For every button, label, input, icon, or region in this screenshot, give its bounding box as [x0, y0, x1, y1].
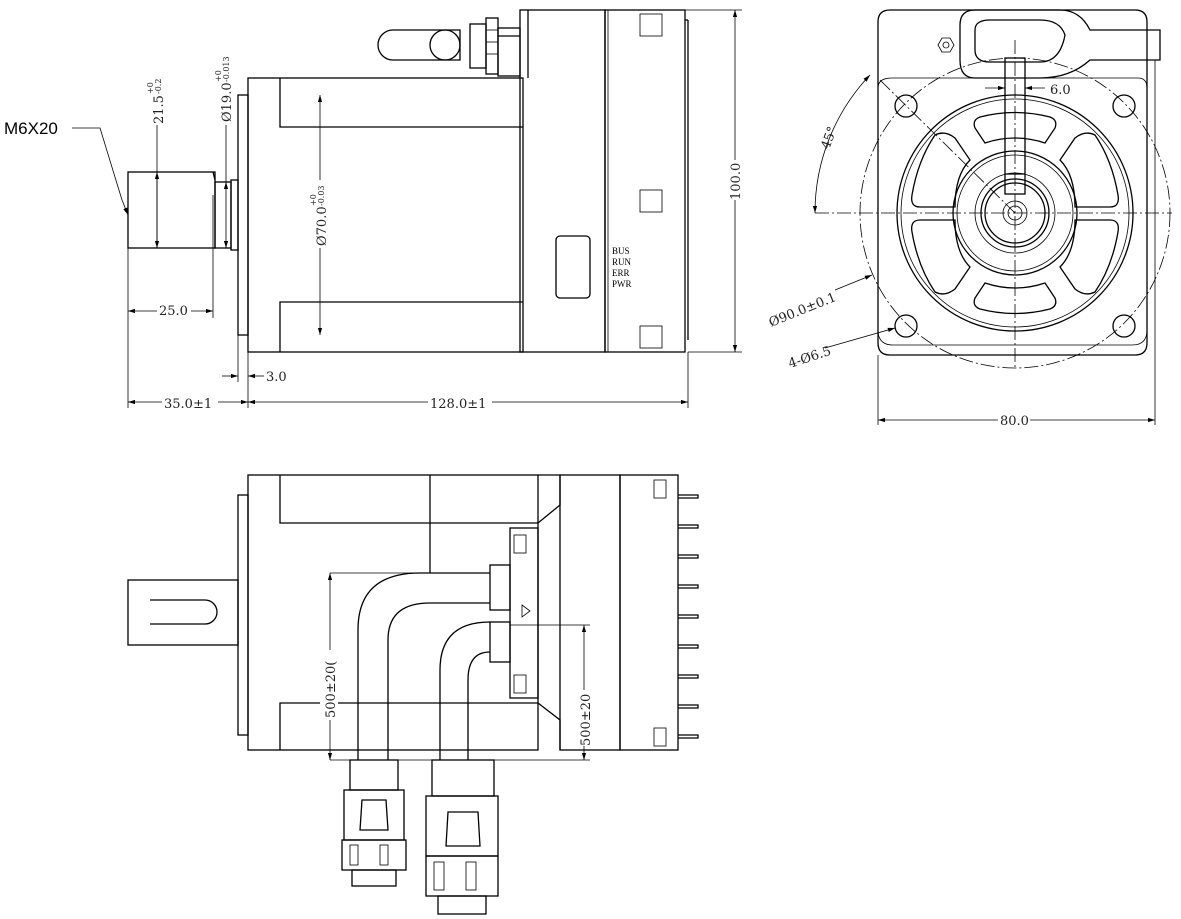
flange-thickness-dim: 3.0 — [266, 370, 287, 385]
svg-text:+0: +0 — [146, 82, 155, 94]
shaft — [127, 171, 216, 249]
cable-plug-1 — [341, 759, 407, 887]
key-length-dim: 25.0 — [159, 304, 188, 319]
mounting-hole — [1112, 94, 1136, 118]
cable-length-dim-1: 500±20( — [324, 661, 339, 718]
top-connectors — [377, 17, 521, 77]
key-height-dim: 21.5 — [152, 95, 167, 124]
side-view: BUS RUN ERR PWR M6X20 21.5 +0 -0.2 Ø19.0 — [4, 9, 744, 412]
key-width-dim: 6.0 — [1050, 83, 1071, 98]
mounting-hole — [1112, 314, 1136, 338]
hole-dim: 4-Ø6.5 — [787, 344, 833, 372]
bolt-circle-dim: Ø90.0±0.1 — [767, 290, 839, 331]
flange-width-dim: 80.0 — [1000, 414, 1029, 429]
body-length-dim: 128.0±1 — [430, 397, 486, 412]
svg-text:-0.03: -0.03 — [317, 185, 326, 206]
spoke-windows — [911, 111, 1119, 315]
mounting-hole — [894, 314, 918, 338]
flange — [237, 94, 249, 336]
svg-text:-0.013: -0.013 — [222, 56, 231, 82]
heat-fins — [653, 479, 699, 747]
svg-text:-0.2: -0.2 — [154, 79, 163, 94]
shaft-dia-dim: Ø19.0 — [220, 82, 235, 122]
cable-length-dim-2: 500±20 — [579, 694, 594, 746]
led-window — [555, 235, 591, 299]
drive-housing — [519, 9, 606, 353]
motor-body — [247, 474, 539, 751]
shaft-length-dim: 35.0±1 — [164, 397, 212, 412]
motor-body — [247, 77, 524, 353]
led-label-pwr: PWR — [612, 279, 632, 289]
shaft — [127, 579, 239, 646]
height-dim: 100.0 — [729, 163, 744, 200]
svg-text:+0: +0 — [214, 70, 223, 82]
led-label-run: RUN — [612, 257, 632, 267]
pilot-dia-dim: Ø70.0 — [315, 206, 330, 246]
svg-text:+0: +0 — [309, 194, 318, 206]
front-view: 6.0 45° Ø90.0±0.1 4-Ø6.5 80.0 — [767, 9, 1172, 429]
top-view: 500±20( 500±20 — [127, 474, 699, 915]
angle-dim: 45° — [819, 125, 841, 152]
mounting-hole — [894, 94, 918, 118]
led-label-bus: BUS — [612, 246, 630, 256]
thread-callout: M6X20 — [4, 119, 58, 138]
led-label-err: ERR — [612, 268, 630, 278]
cable-plug-2 — [425, 759, 499, 915]
